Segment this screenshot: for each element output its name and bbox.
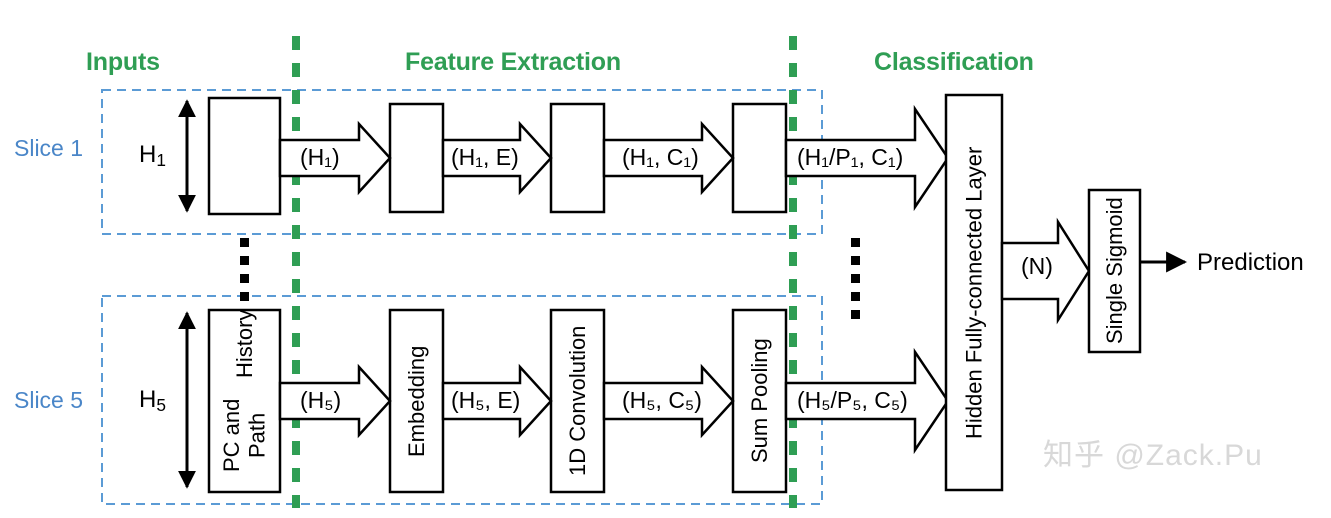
slice-1-flow-label-2: (H₁, E) — [451, 144, 519, 170]
slice-1-flow-arrow-1 — [278, 120, 392, 196]
slice-1-label: Slice 1 — [14, 135, 84, 161]
slice-5-box-1d-convolution-label: 1D Convolution — [564, 325, 590, 477]
slice-5-flow-label-4: (H₅/P₅, C₅) — [797, 387, 908, 413]
hidden-fully-connected-layer-label: Hidden Fully-connected Layer — [961, 146, 987, 439]
slice-5-box-pc-and-path-history-textwrap: PC and Path History — [209, 310, 280, 492]
slice-5-flow-arrow-4 — [784, 347, 950, 455]
stage-header-classification: Classification — [874, 48, 1034, 76]
stage-header-feature-extraction: Feature Extraction — [405, 48, 621, 76]
slice-5-label: Slice 5 — [14, 387, 84, 413]
slice-1-box-pc-and-path-history — [207, 96, 282, 216]
slice-1-box-1d-convolution — [549, 102, 606, 214]
slice-1-flow-label-1: (H₁) — [300, 144, 340, 170]
slice-5-flow-arrow-3 — [602, 363, 735, 439]
slice-1-flow-label-4: (H₁/P₁, C₁) — [797, 144, 904, 170]
slice-1-flow-arrow-4 — [784, 104, 950, 212]
slice-5-box-sum-pooling-label: Sum Pooling — [746, 338, 772, 464]
slice-1-container — [101, 89, 823, 235]
single-sigmoid-textwrap: Single Sigmoid — [1089, 190, 1140, 352]
prediction-output-label: Prediction — [1197, 249, 1304, 276]
stage-header-inputs: Inputs — [86, 48, 160, 76]
slice-1-dimension-letter: H — [139, 141, 157, 168]
single-sigmoid-box — [1087, 188, 1142, 354]
slice-5-flow-label-1: (H₅) — [300, 387, 342, 413]
watermark-text: 知乎 @Zack.Pu — [1043, 439, 1263, 472]
single-sigmoid-label: Single Sigmoid — [1101, 197, 1127, 345]
hidden-fully-connected-layer-textwrap: Hidden Fully-connected Layer — [946, 95, 1002, 490]
slice-5-box-sum-pooling — [731, 308, 788, 494]
slice-5-box-pc-and-path-history-label: PC and Path History — [209, 310, 280, 492]
slice-5-box-1d-convolution-textwrap: 1D Convolution — [551, 310, 604, 492]
slice-1-flow-arrow-2 — [441, 120, 553, 196]
slice-ellipsis-right — [851, 238, 860, 319]
slice-5-flow-arrow-2 — [441, 363, 553, 439]
slice-5-box-sum-pooling-textwrap: Sum Pooling — [733, 310, 786, 492]
slice-5-flow-label-3: (H₅, C₅) — [622, 387, 702, 413]
slice-5-flow-arrow-1 — [278, 363, 392, 439]
slice-1-box-embedding — [388, 102, 445, 214]
slice-5-box-embedding-textwrap: Embedding — [390, 310, 443, 492]
slice-1-box-sum-pooling — [731, 102, 788, 214]
slice-5-box-embedding-label: Embedding — [403, 345, 429, 457]
pc-and-path-history-line-1: PC and Path — [219, 398, 270, 472]
slice-5-flow-label-2: (H₅, E) — [451, 387, 521, 413]
slice-5-dimension-letter: H — [139, 386, 157, 413]
slice-1-flow-label-3: (H₁, C₁) — [622, 144, 699, 170]
fc-to-sigmoid-flow-arrow — [1000, 217, 1091, 325]
slice-1-dimension-subscript: 1 — [156, 149, 166, 170]
slice-1-dimension-label: H1 — [139, 141, 166, 171]
slice-1-flow-arrow-3 — [602, 120, 735, 196]
pc-and-path-history-line-2: History — [231, 310, 257, 379]
slice-5-dimension-label: H5 — [139, 386, 166, 416]
slice-ellipsis-left — [240, 238, 249, 301]
slice-5-container — [101, 295, 823, 505]
slice-5-dimension-subscript: 5 — [156, 394, 166, 415]
fc-to-sigmoid-flow-label: (N) — [1021, 253, 1053, 279]
